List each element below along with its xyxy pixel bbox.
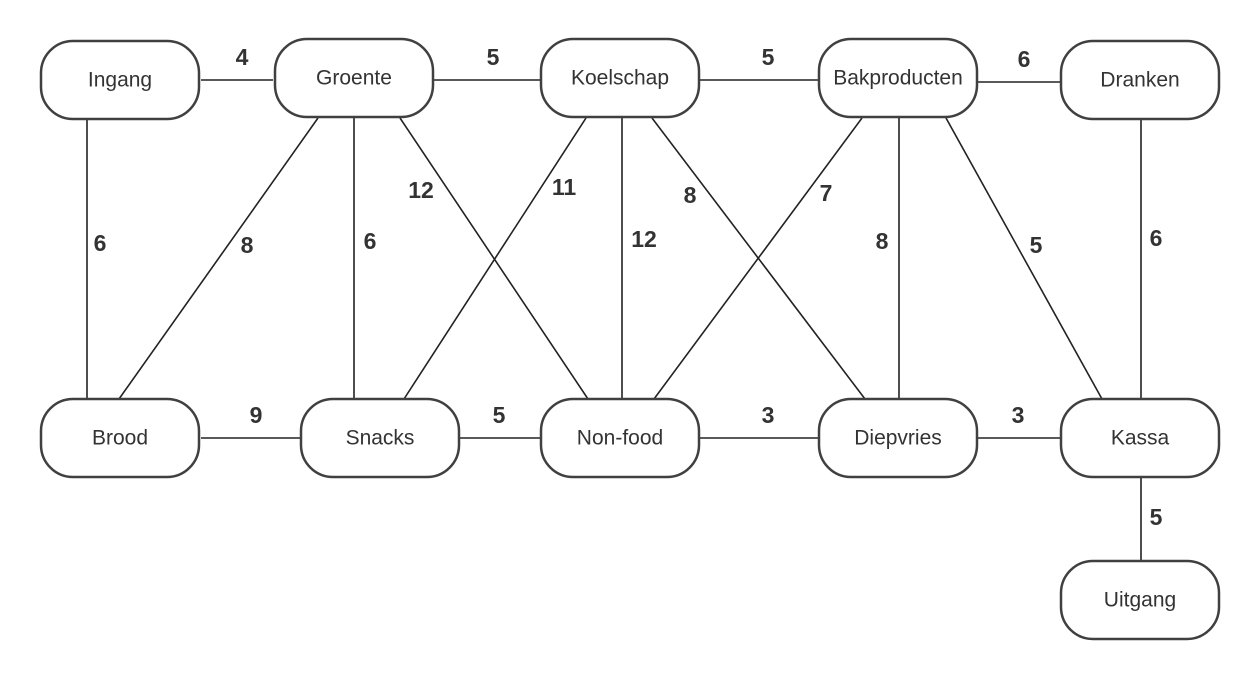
edge-line: [945, 117, 1103, 400]
edge-weight-koelschap-bakproducten: 5: [762, 44, 775, 70]
edge-weight-bakproducten-diepvries: 8: [876, 228, 889, 254]
edge-weight-nonfood-diepvries: 3: [762, 402, 775, 428]
edge-weight-groente-nonfood: 12: [408, 177, 434, 203]
node-label: Groente: [316, 67, 392, 90]
edge-weight-koelschap-diepvries: 8: [684, 182, 697, 208]
edge-bakproducten-nonfood: [653, 117, 863, 400]
node-box: [1059, 559, 1221, 641]
edge-weight-snacks-nonfood: 5: [493, 402, 506, 428]
edge-weight-kassa-uitgang: 5: [1150, 504, 1163, 530]
node-label: Snacks: [346, 427, 415, 450]
node-koelschap: Koelschap: [539, 37, 701, 119]
node-label: Diepvries: [854, 427, 942, 450]
node-brood: Brood: [39, 397, 201, 479]
edge-weight-diepvries-kassa: 3: [1012, 402, 1025, 428]
edge-groente-brood: [118, 117, 319, 400]
node-bakproducten: Bakproducten: [817, 37, 979, 119]
edge-line: [399, 117, 589, 400]
edge-weight-groente-snacks: 6: [364, 228, 377, 254]
node-label: Kassa: [1111, 427, 1170, 450]
edge-groente-nonfood: [399, 117, 589, 400]
edge-weight-brood-snacks: 9: [250, 402, 263, 428]
node-diepvries: Diepvries: [817, 397, 979, 479]
node-ingang: Ingang: [39, 39, 201, 121]
edge-weight-ingang-groente: 4: [236, 44, 249, 70]
node-label: Dranken: [1100, 69, 1179, 92]
node-box: [39, 397, 201, 479]
node-nonfood: Non-food: [539, 397, 701, 479]
edge-line: [403, 117, 587, 400]
edge-koelschap-snacks: [403, 117, 587, 400]
edge-weight-bakproducten-nonfood: 7: [820, 180, 833, 206]
edge-weight-bakproducten-dranken: 6: [1018, 46, 1031, 72]
node-snacks: Snacks: [299, 397, 461, 479]
edge-weight-koelschap-nonfood: 12: [631, 226, 657, 252]
node-box: [817, 397, 979, 479]
node-label: Ingang: [88, 69, 152, 92]
node-label: Brood: [92, 427, 148, 450]
edge-weights: 4 5 5 6 6 8 6 12 11 12 8 7 8 5 6 9 5 3 3 5: [94, 44, 1163, 530]
edges: [86, 79, 1142, 561]
edge-weight-dranken-kassa: 6: [1150, 225, 1163, 251]
nodes: Ingang Groente Koelschap Bakproducten Dranke…: [39, 37, 1221, 641]
edge-weight-ingang-brood: 6: [94, 230, 107, 256]
node-box: [1059, 39, 1221, 121]
node-box: [539, 37, 701, 119]
node-box: [39, 39, 201, 121]
edge-weight-groente-koelschap: 5: [487, 44, 500, 70]
edge-line: [653, 117, 863, 400]
edge-line: [118, 117, 319, 400]
node-box: [539, 397, 701, 479]
node-label: Non-food: [577, 427, 663, 450]
edge-weight-bakproducten-kassa: 5: [1030, 232, 1043, 258]
node-dranken: Dranken: [1059, 39, 1221, 121]
node-label: Bakproducten: [833, 67, 963, 90]
node-label: Koelschap: [571, 67, 669, 90]
node-box: [1059, 397, 1221, 479]
edge-bakproducten-kassa: [945, 117, 1103, 400]
edge-weight-groente-brood: 8: [241, 232, 254, 258]
node-label: Uitgang: [1104, 589, 1176, 612]
node-groente: Groente: [273, 37, 435, 119]
node-box: [299, 397, 461, 479]
node-uitgang: Uitgang: [1059, 559, 1221, 641]
node-box: [817, 37, 979, 119]
edge-weight-koelschap-snacks: 11: [552, 174, 577, 200]
node-box: [273, 37, 435, 119]
node-kassa: Kassa: [1059, 397, 1221, 479]
